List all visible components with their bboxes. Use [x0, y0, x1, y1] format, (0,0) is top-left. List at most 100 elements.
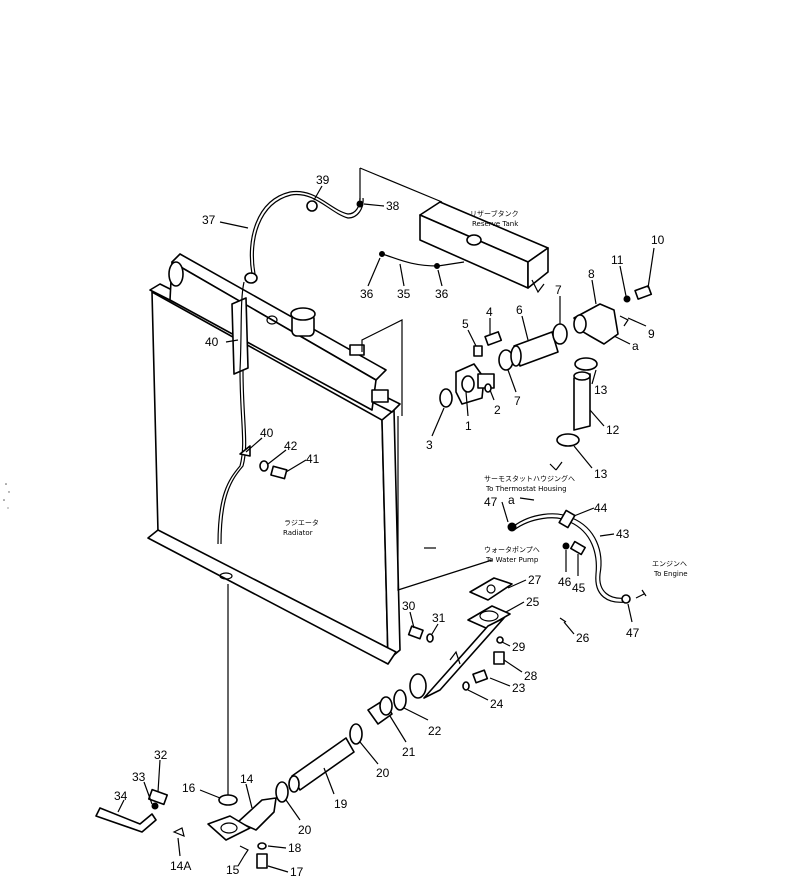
hose-12-top: [573, 371, 591, 381]
washer-18: [257, 842, 267, 850]
callout-37: 37: [202, 213, 216, 227]
gasket-27: [469, 577, 513, 601]
clamp-47a: [507, 522, 517, 532]
overflow-fitting: [244, 272, 258, 284]
clamp-36b: [434, 263, 440, 269]
callout-12: 12: [606, 423, 620, 437]
callout-13b: 13: [594, 467, 608, 481]
callout-14A: 14A: [170, 859, 191, 873]
radiator: ラジエータ Radiator: [147, 253, 493, 665]
bolt-28: [493, 651, 505, 665]
leader-11: [619, 265, 627, 297]
callout-27: 27: [528, 573, 542, 587]
callout-labels: 1 2 3 4 5 6 7 7 8 9 10 11 12 13 13 14 14…: [114, 173, 665, 877]
callout-35: 35: [397, 287, 411, 301]
leader-9: [627, 317, 647, 327]
lower-pipe-assembly: [275, 577, 567, 803]
callout-34: 34: [114, 789, 128, 803]
leader-39: [313, 185, 323, 201]
elbow-8-port: [573, 314, 587, 334]
callout-26: 26: [576, 631, 590, 645]
radiator-label-en: Radiator: [283, 529, 313, 537]
callout-44: 44: [594, 501, 608, 515]
overflow-hose-upper-b: [252, 193, 364, 275]
callout-43: 43: [616, 527, 630, 541]
leader-28: [503, 659, 523, 673]
callout-38: 38: [386, 199, 400, 213]
hose-35: [381, 253, 465, 267]
callout-5: 5: [462, 317, 469, 331]
bolt-9: [619, 315, 629, 327]
callout-31: 31: [432, 611, 446, 625]
clamp-36a: [379, 251, 385, 257]
callout-7a: 7: [514, 394, 521, 408]
bolt-26: [559, 617, 567, 623]
leader-26: [563, 621, 575, 635]
washer-29: [496, 636, 504, 644]
callout-8: 8: [588, 267, 595, 281]
elbow-14-pipe: [237, 797, 277, 831]
hose-43: [513, 513, 627, 599]
clamp-plate: [231, 297, 249, 375]
part-33: [151, 802, 159, 810]
tank-end-cap: [168, 261, 184, 287]
leader-31: [431, 623, 439, 635]
clip-39: [306, 200, 318, 212]
flange-25-top: [467, 605, 511, 629]
ref-a-1: a: [632, 339, 639, 353]
overflow-hose-mid: [239, 281, 245, 371]
water-pump-note-jp: ウォータポンプへ: [484, 545, 540, 554]
ref-a-2: a: [508, 493, 515, 507]
callout-1: 1: [465, 419, 472, 433]
connector-38: [356, 200, 364, 208]
washer-31: [426, 633, 434, 643]
lower-elbow-assembly: [95, 788, 277, 869]
leader-18: [267, 845, 287, 849]
thermostat-note-en: To Thermostat Housing: [485, 485, 567, 493]
clamp-20b: [275, 781, 289, 803]
pipe-25: [423, 617, 505, 699]
leader-1: [465, 391, 469, 417]
leader-3: [431, 407, 445, 437]
reserve-tank-label-en: Reserve Tank: [472, 220, 519, 228]
leader-34: [117, 799, 125, 813]
plug-14A: [172, 827, 185, 837]
leader-10: [647, 247, 655, 289]
leader-21: [389, 715, 407, 743]
leader-27: [507, 579, 527, 589]
leader-12: [589, 409, 605, 427]
o-ring-22: [393, 689, 407, 711]
scan-noise: [3, 483, 10, 509]
callout-20a: 20: [376, 766, 390, 780]
hose-43-group: [507, 509, 647, 604]
leader-30: [409, 611, 415, 629]
radiator-label-jp: ラジエータ: [284, 518, 319, 527]
hose-19-end: [288, 775, 300, 793]
callout-10: 10: [651, 233, 665, 247]
leader-14A: [177, 837, 181, 857]
leader-5: [467, 329, 477, 347]
callout-40b: 40: [260, 426, 274, 440]
tank-boss: [266, 315, 278, 325]
o-ring-3: [439, 388, 453, 408]
clamp-47b: [621, 594, 631, 604]
callout-22: 22: [428, 724, 442, 738]
callout-46: 46: [558, 575, 572, 589]
bolt-17: [256, 853, 268, 869]
leader-29: [501, 641, 511, 647]
bolt-30: [407, 625, 424, 640]
thermostat-arrow: [549, 461, 563, 471]
nut-5: [473, 345, 483, 357]
callout-4: 4: [486, 305, 493, 319]
callout-47a: 47: [484, 495, 498, 509]
leader-41: [285, 459, 307, 473]
leader-42: [267, 449, 287, 465]
reserve-tank-ref-line: [359, 167, 443, 203]
callout-3: 3: [426, 438, 433, 452]
radiator-bottom-rail: [147, 529, 397, 665]
callout-21: 21: [402, 745, 416, 759]
engine-note-en: To Engine: [653, 570, 688, 578]
callout-33: 33: [132, 770, 146, 784]
callout-7b: 7: [555, 283, 562, 297]
